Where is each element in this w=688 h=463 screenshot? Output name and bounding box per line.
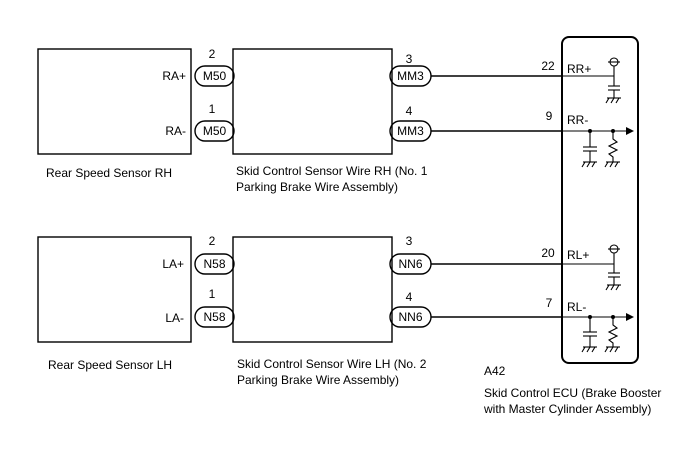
ecu-label-rl-neg: RL-	[567, 300, 586, 314]
rr-neg-input-circuit	[562, 127, 634, 168]
conn-m50-pin-top: 2	[209, 47, 216, 61]
conn-m50-top	[194, 65, 235, 87]
rl-neg-input-circuit	[562, 313, 634, 353]
ecu-name-line1: Skid Control ECU (Brake Booster	[484, 386, 661, 400]
rl-pos-supply-circuit	[562, 244, 621, 291]
sensor-rh-pin-neg: RA-	[165, 124, 186, 138]
ecu-label-rr-pos: RR+	[567, 62, 591, 76]
ecu-name-line2: with Master Cylinder Assembly)	[483, 402, 651, 416]
sensor-lh-name: Rear Speed Sensor LH	[48, 358, 172, 372]
conn-n58-label-top: N58	[203, 257, 225, 271]
sensor-lh-pin-neg: LA-	[165, 311, 184, 325]
conn-mm3-label-bottom: MM3	[397, 124, 424, 138]
sensor-rh-pin-pos: RA+	[162, 69, 186, 83]
conn-m50-bottom	[194, 120, 235, 142]
ecu-pin-7: 7	[546, 296, 553, 310]
rear-speed-sensor-lh-box	[37, 236, 192, 343]
conn-mm3-pin-top: 3	[406, 52, 413, 66]
conn-nn6-pin-top: 3	[406, 234, 413, 248]
ecu-pin-22: 22	[541, 59, 555, 73]
conn-n58-top	[194, 253, 235, 275]
rr-pos-supply-circuit	[562, 57, 621, 104]
conn-n58-pin-bottom: 1	[209, 287, 216, 301]
sensor-rh-name: Rear Speed Sensor RH	[46, 166, 172, 180]
conn-m50-label-top: M50	[203, 69, 227, 83]
conn-n58-pin-top: 2	[209, 234, 216, 248]
rear-speed-sensor-rh-box	[37, 48, 192, 155]
ecu-label-rr-neg: RR-	[567, 113, 588, 127]
conn-nn6-label-bottom: NN6	[398, 310, 422, 324]
conn-m50-pin-bottom: 1	[209, 102, 216, 116]
sensor-lh-pin-pos: LA+	[162, 257, 184, 271]
conn-nn6-pin-bottom: 4	[406, 290, 413, 304]
wire-lh-name-line1: Skid Control Sensor Wire LH (No. 2	[237, 357, 427, 371]
ecu-pin-9: 9	[546, 109, 553, 123]
conn-n58-bottom	[194, 306, 235, 328]
sensor-wire-rh-box	[232, 48, 393, 155]
conn-n58-label-bottom: N58	[203, 310, 225, 324]
conn-nn6-label-top: NN6	[398, 257, 422, 271]
ecu-pin-20: 20	[541, 246, 555, 260]
ecu-label-rl-pos: RL+	[567, 248, 589, 262]
conn-m50-label-bottom: M50	[203, 124, 227, 138]
wire-lh-name-line2: Parking Brake Wire Assembly)	[237, 373, 399, 387]
ecu-box	[561, 36, 639, 364]
conn-mm3-label-top: MM3	[397, 69, 424, 83]
wire-rh-name-line1: Skid Control Sensor Wire RH (No. 1	[236, 164, 428, 178]
sensor-wire-lh-box	[232, 236, 393, 343]
ecu-code: A42	[484, 364, 506, 378]
wire-rh-name-line2: Parking Brake Wire Assembly)	[236, 180, 398, 194]
conn-mm3-pin-bottom: 4	[406, 104, 413, 118]
